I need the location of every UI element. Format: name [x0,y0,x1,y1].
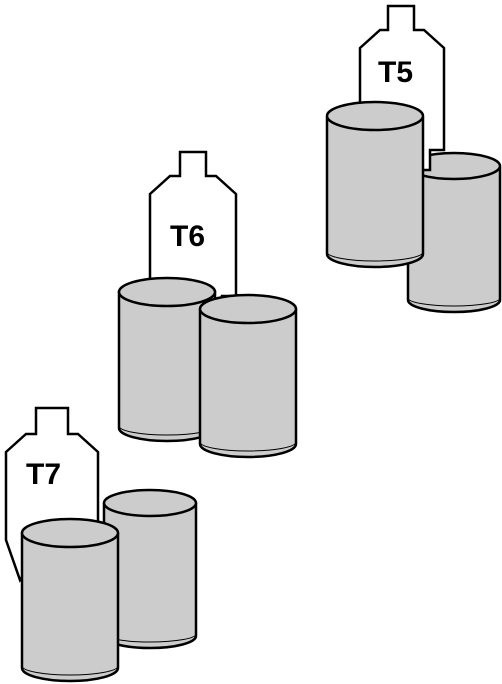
t5-can-back-base-line [407,297,501,307]
t5-can-front [325,100,425,269]
t6-can-left [117,276,217,443]
t7-can-front-base-line [21,665,119,676]
group-t7: T7 [4,406,198,683]
group-t5: T5 [325,4,502,314]
t5-label: T5 [378,56,413,89]
t5-can-back-body [406,166,502,314]
t7-can-back-top [102,488,198,518]
t6-label: T6 [170,220,205,253]
t6-can-right [198,293,298,459]
t6-can-right-top [198,293,298,325]
t7-can-front-top [20,517,120,549]
group-t6: T6 [117,150,298,459]
t7-can-front-body [20,532,120,683]
t7-can-front [20,517,120,683]
t7-label: T7 [26,458,61,491]
t5-can-front-body [325,116,425,269]
t6-can-left-top [117,276,217,308]
t7-can-back [102,488,198,650]
t5-can-front-top [325,100,425,132]
t5-can-front-base-line [326,251,424,262]
t6-can-right-body [198,308,298,459]
t6-can-right-base-line [199,441,297,452]
